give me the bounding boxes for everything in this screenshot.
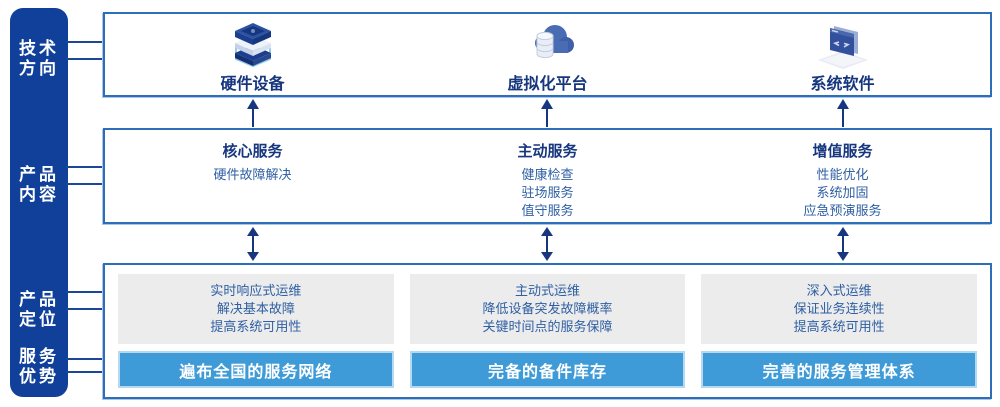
positioning-line: 实时响应式运维 bbox=[210, 283, 302, 299]
service-item: 性能优化 bbox=[816, 167, 869, 182]
service-col-proactive: 主动服务 健康检查 驻场服务 值守服务 bbox=[400, 130, 695, 222]
rail-label-product-positioning: 产品 定位 bbox=[19, 290, 59, 329]
tech-item-label: 虚拟化平台 bbox=[507, 76, 588, 93]
positioning-col-realtime: 实时响应式运维 解决基本故障 提高系统可用性 遍布全国的服务网络 bbox=[118, 274, 394, 388]
double-arrow-icon bbox=[541, 227, 553, 261]
tech-item-virtualization: 虚拟化平台 bbox=[400, 14, 695, 95]
product-content-panel: 核心服务 硬件故障解决 主动服务 健康检查 驻场服务 值守服务 增值服务 性能优… bbox=[103, 128, 992, 224]
service-col-core: 核心服务 硬件故障解决 bbox=[105, 130, 400, 222]
connector-line bbox=[66, 183, 105, 185]
tech-item-label: 硬件设备 bbox=[220, 76, 285, 93]
positioning-line: 降低设备突发故障概率 bbox=[482, 301, 613, 317]
service-col-title: 增值服务 bbox=[812, 143, 873, 160]
positioning-line: 深入式运维 bbox=[806, 283, 872, 299]
positioning-card: 主动式运维 降低设备突发故障概率 关键时间点的服务保障 bbox=[409, 274, 686, 345]
connector-line bbox=[66, 291, 105, 293]
up-arrow-icon bbox=[837, 99, 849, 127]
service-item: 驻场服务 bbox=[521, 185, 574, 200]
positioning-card: 深入式运维 保证业务连续性 提高系统可用性 bbox=[701, 274, 978, 345]
double-arrow-icon bbox=[837, 227, 849, 261]
service-item: 健康检查 bbox=[521, 167, 574, 182]
positioning-card: 实时响应式运维 解决基本故障 提高系统可用性 bbox=[118, 274, 394, 345]
double-arrow-icon bbox=[247, 227, 259, 261]
tech-item-label: 系统软件 bbox=[810, 76, 875, 93]
advantage-bar: 遍布全国的服务网络 bbox=[118, 351, 394, 388]
positioning-col-proactive: 主动式运维 降低设备突发故障概率 关键时间点的服务保障 完备的备件库存 bbox=[409, 274, 686, 388]
advantage-bar: 完善的服务管理体系 bbox=[701, 351, 978, 388]
connector-line bbox=[66, 308, 105, 310]
code-screen-icon bbox=[817, 26, 868, 69]
category-rail: 技术 方向 产品 内容 产品 定位 服务 优势 bbox=[10, 8, 68, 397]
positioning-col-deep: 深入式运维 保证业务连续性 提高系统可用性 完善的服务管理体系 bbox=[701, 274, 978, 388]
cloud-database-icon bbox=[534, 25, 574, 59]
service-item: 系统加固 bbox=[816, 185, 869, 200]
service-item: 应急预演服务 bbox=[803, 203, 882, 218]
connector-line bbox=[66, 41, 105, 43]
connector-line bbox=[66, 371, 105, 373]
service-item: 值守服务 bbox=[521, 203, 574, 218]
positioning-line: 保证业务连续性 bbox=[793, 301, 885, 317]
positioning-line: 主动式运维 bbox=[515, 283, 581, 299]
tech-item-system-software: 系统软件 bbox=[695, 14, 990, 95]
positioning-line: 关键时间点的服务保障 bbox=[482, 319, 613, 335]
positioning-line: 提高系统可用性 bbox=[793, 319, 885, 335]
server-stack-icon bbox=[234, 23, 271, 68]
rail-label-tech-direction: 技术 方向 bbox=[19, 39, 59, 78]
service-col-title: 核心服务 bbox=[222, 143, 283, 160]
rail-label-service-advantage: 服务 优势 bbox=[19, 347, 59, 386]
tech-direction-panel: 硬件设备 虚拟化平台 bbox=[103, 12, 992, 97]
service-col-value-added: 增值服务 性能优化 系统加固 应急预演服务 bbox=[695, 130, 990, 222]
tech-item-hardware: 硬件设备 bbox=[105, 14, 400, 95]
up-arrow-icon bbox=[541, 99, 553, 127]
connector-line bbox=[66, 358, 105, 360]
up-arrow-icon bbox=[247, 99, 259, 127]
connector-line bbox=[66, 166, 105, 168]
connector-line bbox=[66, 58, 105, 60]
service-item: 硬件故障解决 bbox=[213, 167, 292, 182]
product-positioning-panel: 实时响应式运维 解决基本故障 提高系统可用性 遍布全国的服务网络 主动式运维 降… bbox=[103, 263, 992, 399]
positioning-line: 提高系统可用性 bbox=[210, 319, 302, 335]
service-col-title: 主动服务 bbox=[517, 143, 578, 160]
rail-label-product-content: 产品 内容 bbox=[19, 165, 59, 204]
positioning-line: 解决基本故障 bbox=[216, 301, 295, 317]
advantage-bar: 完备的备件库存 bbox=[409, 351, 686, 388]
